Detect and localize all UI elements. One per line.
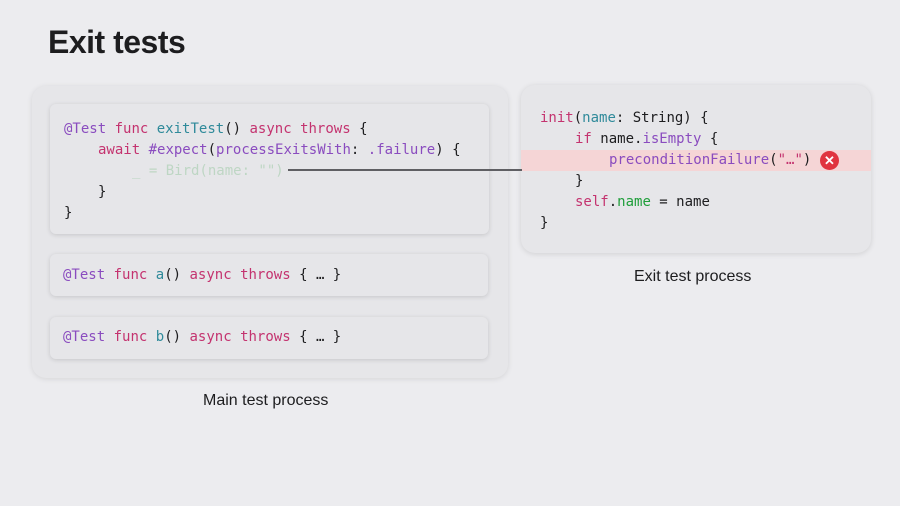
exit-test-line-2: await #expect(processExitsWith: .failure… <box>98 142 461 158</box>
exit-code-line-3: preconditionFailure("…") <box>609 152 812 168</box>
exit-code-line-5: self.name = name <box>575 194 710 210</box>
exit-process-caption: Exit test process <box>634 268 752 285</box>
test-a-code: @Test func a() async throws { … } <box>63 267 342 283</box>
x-circle-icon: ✕ <box>820 151 839 170</box>
exit-code-line-2: if name.isEmpty { <box>575 131 719 147</box>
connector-line <box>288 169 522 171</box>
exit-code-line-4: } <box>575 173 584 189</box>
exit-test-line-1: @Test func exitTest() async throws { <box>64 121 368 137</box>
exit-test-line-5: } <box>64 205 73 221</box>
test-b-code: @Test func b() async throws { … } <box>63 329 342 345</box>
exit-code-line-6: } <box>540 215 549 231</box>
main-process-caption: Main test process <box>203 392 329 409</box>
failure-line-highlight <box>521 150 871 171</box>
exit-test-line-3: _ = Bird(name: "") <box>132 163 284 179</box>
exit-test-line-4: } <box>98 184 107 200</box>
test-a-card <box>50 254 488 296</box>
test-b-card <box>50 317 488 359</box>
exit-code-line-1: init(name: String) { <box>540 110 709 126</box>
page-title: Exit tests <box>48 24 186 60</box>
